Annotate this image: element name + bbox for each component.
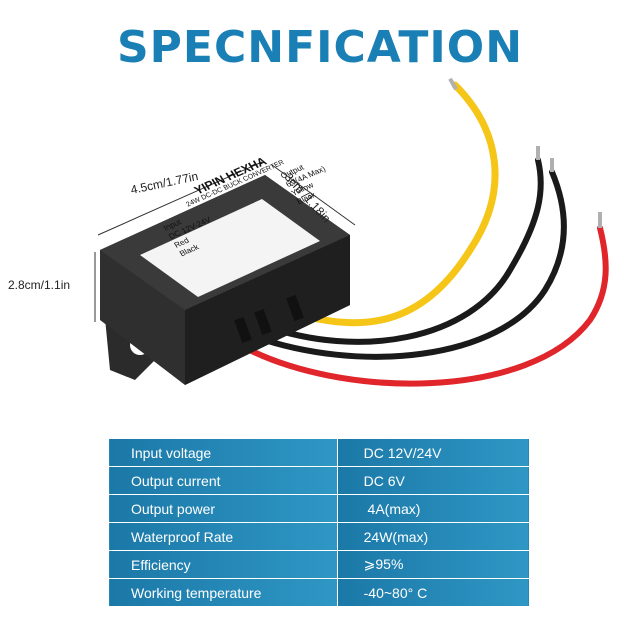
- black-wire-1: [259, 157, 544, 345]
- spec-label: Output power: [108, 494, 338, 523]
- spec-value: -40~80° C: [336, 578, 531, 607]
- spec-value: DC 6V: [336, 466, 531, 495]
- spec-value: ⩾95%: [336, 550, 531, 579]
- page-title: SPECNFICATION: [116, 22, 524, 73]
- table-row: Working temperature -40~80° C: [108, 578, 531, 607]
- black-wire-2: [247, 169, 567, 360]
- table-row: Efficiency ⩾95%: [108, 550, 531, 579]
- dimension-height: 2.8cm/1.1in: [8, 278, 71, 292]
- spec-value: 4A(max): [336, 494, 531, 523]
- spec-value: DC 12V/24V: [336, 438, 531, 467]
- table-row: Waterproof Rate 24W(max): [108, 522, 531, 551]
- spec-value: 24W(max): [336, 522, 531, 551]
- spec-label: Efficiency: [108, 550, 338, 579]
- spec-label: Output current: [108, 466, 338, 495]
- spec-label: Working temperature: [108, 578, 338, 607]
- spec-label: Input voltage: [108, 438, 338, 467]
- red-wire: [237, 225, 609, 387]
- spec-label: Waterproof Rate: [108, 522, 338, 551]
- table-row: Input voltage DC 12V/24V: [108, 438, 531, 467]
- spec-table: Input voltage DC 12V/24V Output current …: [108, 438, 531, 607]
- table-row: Output current DC 6V: [108, 466, 531, 495]
- yellow-wire: [296, 81, 499, 327]
- table-row: Output power 4A(max): [108, 494, 531, 523]
- converter-illustration: [94, 77, 609, 387]
